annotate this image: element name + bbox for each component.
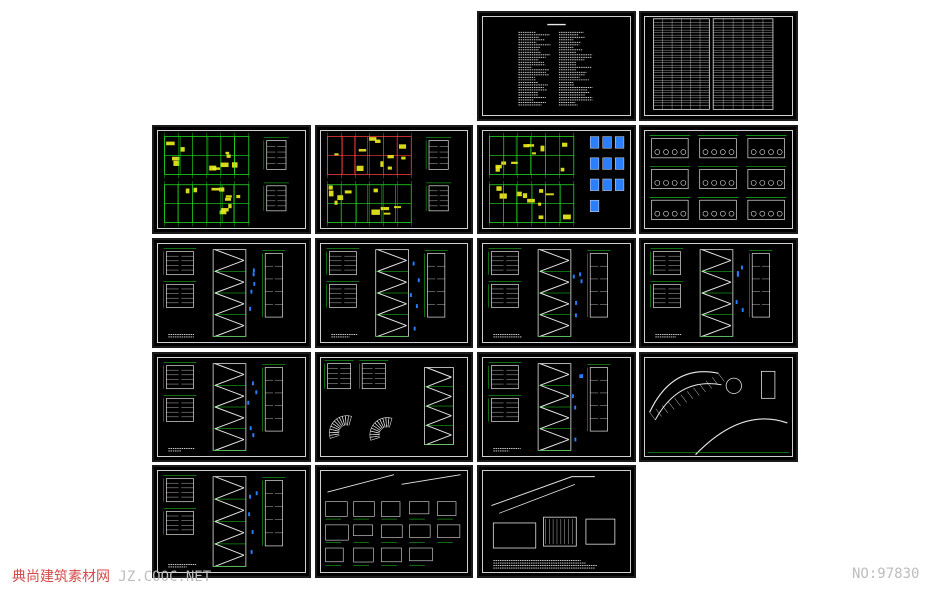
- drawing-sheet-stairs: [477, 238, 636, 348]
- sheet-frame: [320, 130, 468, 229]
- watermark-number: NO:97830: [852, 566, 920, 582]
- drawing-sheet-table: [639, 11, 798, 121]
- drawing-sheet-stairs: [152, 465, 311, 578]
- sheet-drawing: [327, 132, 452, 227]
- drawing-sheet-plan: [477, 125, 636, 234]
- drawing-sheet-plan: [315, 125, 473, 234]
- drawing-sheet-notes: [477, 11, 636, 121]
- sheet-frame: [320, 470, 468, 573]
- watermark-site-name: 典尚建筑素材网 JZ.COOC.NET: [12, 569, 212, 585]
- drawing-sheet-grid: [639, 125, 798, 234]
- sheet-drawing: [653, 18, 774, 110]
- drawing-sheet-ramp: [477, 465, 636, 578]
- drawing-sheet-spiral: [315, 352, 473, 462]
- sheet-drawing: [488, 362, 611, 452]
- sheet-drawing: [649, 135, 787, 220]
- drawing-sheet-stairs: [152, 238, 311, 348]
- drawing-sheet-plan: [152, 125, 311, 234]
- drawing-sheet-stairs: [639, 238, 798, 348]
- sheet-drawing: [488, 248, 611, 338]
- sheet-drawing: [647, 370, 790, 456]
- sheet-drawing: [491, 476, 616, 569]
- drawing-sheet-stairs: [152, 352, 311, 462]
- sheet-frame: [482, 16, 631, 116]
- sheet-drawing: [163, 362, 286, 452]
- sheet-drawing: [650, 248, 773, 338]
- sheet-frame: [482, 357, 631, 457]
- sheet-drawing: [325, 474, 461, 566]
- drawing-sheet-stairs: [477, 352, 636, 462]
- sheet-frame: [157, 357, 306, 457]
- sheet-frame: [644, 130, 793, 229]
- sheet-frame: [157, 470, 306, 573]
- sheet-drawing: [163, 248, 286, 338]
- sheet-frame: [482, 130, 631, 229]
- sheet-drawing: [518, 23, 593, 106]
- sheet-frame: [320, 243, 468, 343]
- drawing-sheet-details: [315, 465, 473, 578]
- sheet-frame: [157, 243, 306, 343]
- sheet-frame: [644, 16, 793, 116]
- sheet-drawing: [489, 132, 625, 227]
- drawing-sheet-curve: [639, 352, 798, 462]
- sheet-frame: [482, 243, 631, 343]
- sheet-drawing: [326, 248, 448, 338]
- sheet-drawing: [163, 475, 286, 568]
- drawing-sheet-stairs: [315, 238, 473, 348]
- sheet-drawing: [324, 360, 454, 446]
- sheet-drawing: [164, 132, 289, 227]
- sheet-frame: [644, 357, 793, 457]
- sheet-frame: [320, 357, 468, 457]
- sheet-frame: [644, 243, 793, 343]
- sheet-frame: [482, 470, 631, 573]
- sheet-frame: [157, 130, 306, 229]
